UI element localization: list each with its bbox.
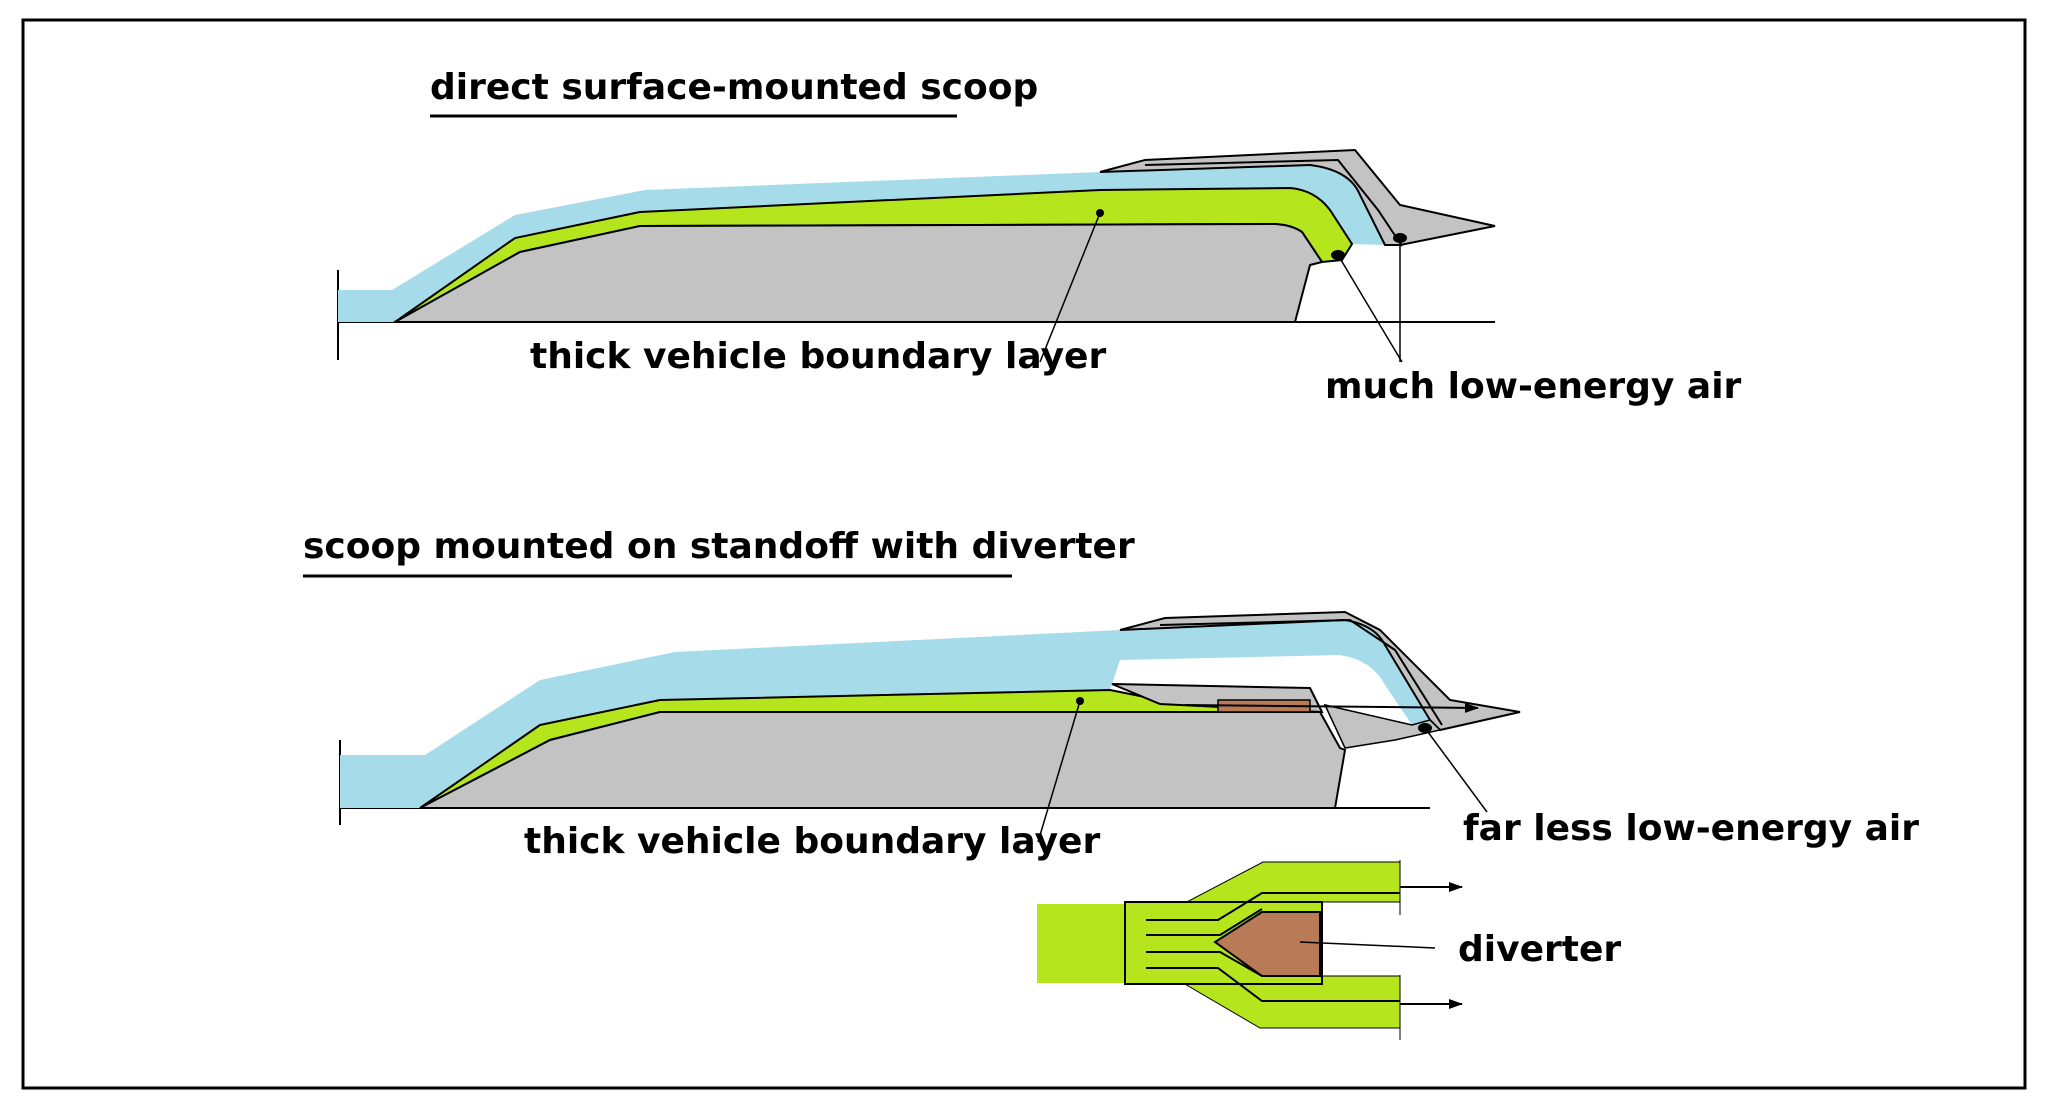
top-label-boundary-layer: thick vehicle boundary layer bbox=[530, 336, 1106, 377]
bottom-title: scoop mounted on standoff with diverter bbox=[303, 526, 1135, 567]
top-leader-boundary bbox=[1039, 212, 1101, 363]
top-title: direct surface-mounted scoop bbox=[430, 67, 1038, 108]
bottom-leader-low-energy bbox=[1424, 727, 1488, 813]
plan-view: diverter bbox=[1037, 860, 1621, 1040]
top-panel: direct surface-mounted scoop thick vehic… bbox=[337, 67, 1742, 407]
top-scoop-inner-line bbox=[1144, 158, 1403, 247]
figure-border bbox=[21, 18, 2027, 1090]
plan-diverter-wedge bbox=[1213, 911, 1321, 977]
plan-flow-line-lower-b bbox=[1146, 967, 1400, 1002]
bottom-air-flow bbox=[340, 620, 1430, 808]
bottom-panel: scoop mounted on standoff with diverter … bbox=[303, 526, 1919, 862]
top-label-low-energy: much low-energy air bbox=[1325, 366, 1742, 407]
bottom-label-boundary-layer: thick vehicle boundary layer bbox=[524, 821, 1100, 862]
plan-flow-line-upper-b bbox=[1146, 908, 1263, 936]
top-leader-low-energy-a bbox=[1337, 254, 1403, 363]
top-vehicle-body bbox=[391, 222, 1324, 323]
bottom-lower-lip bbox=[1323, 703, 1442, 749]
plan-flow-line-upper-a bbox=[1146, 892, 1400, 921]
top-air-flow bbox=[338, 165, 1385, 322]
bottom-scoop-inner-line bbox=[1159, 618, 1443, 726]
plan-inlet-block bbox=[1037, 904, 1125, 983]
top-scoop-cowl bbox=[1099, 148, 1496, 246]
plan-leader-diverter bbox=[1299, 941, 1436, 949]
bottom-vehicle-body bbox=[419, 711, 1347, 809]
plan-label-diverter: diverter bbox=[1458, 929, 1621, 970]
bottom-label-low-energy: far less low-energy air bbox=[1463, 808, 1919, 849]
bottom-leader-boundary bbox=[1037, 700, 1081, 843]
bottom-diverted-flow-arrow bbox=[1184, 702, 1479, 713]
plan-flow-line-lower-a bbox=[1146, 951, 1263, 977]
